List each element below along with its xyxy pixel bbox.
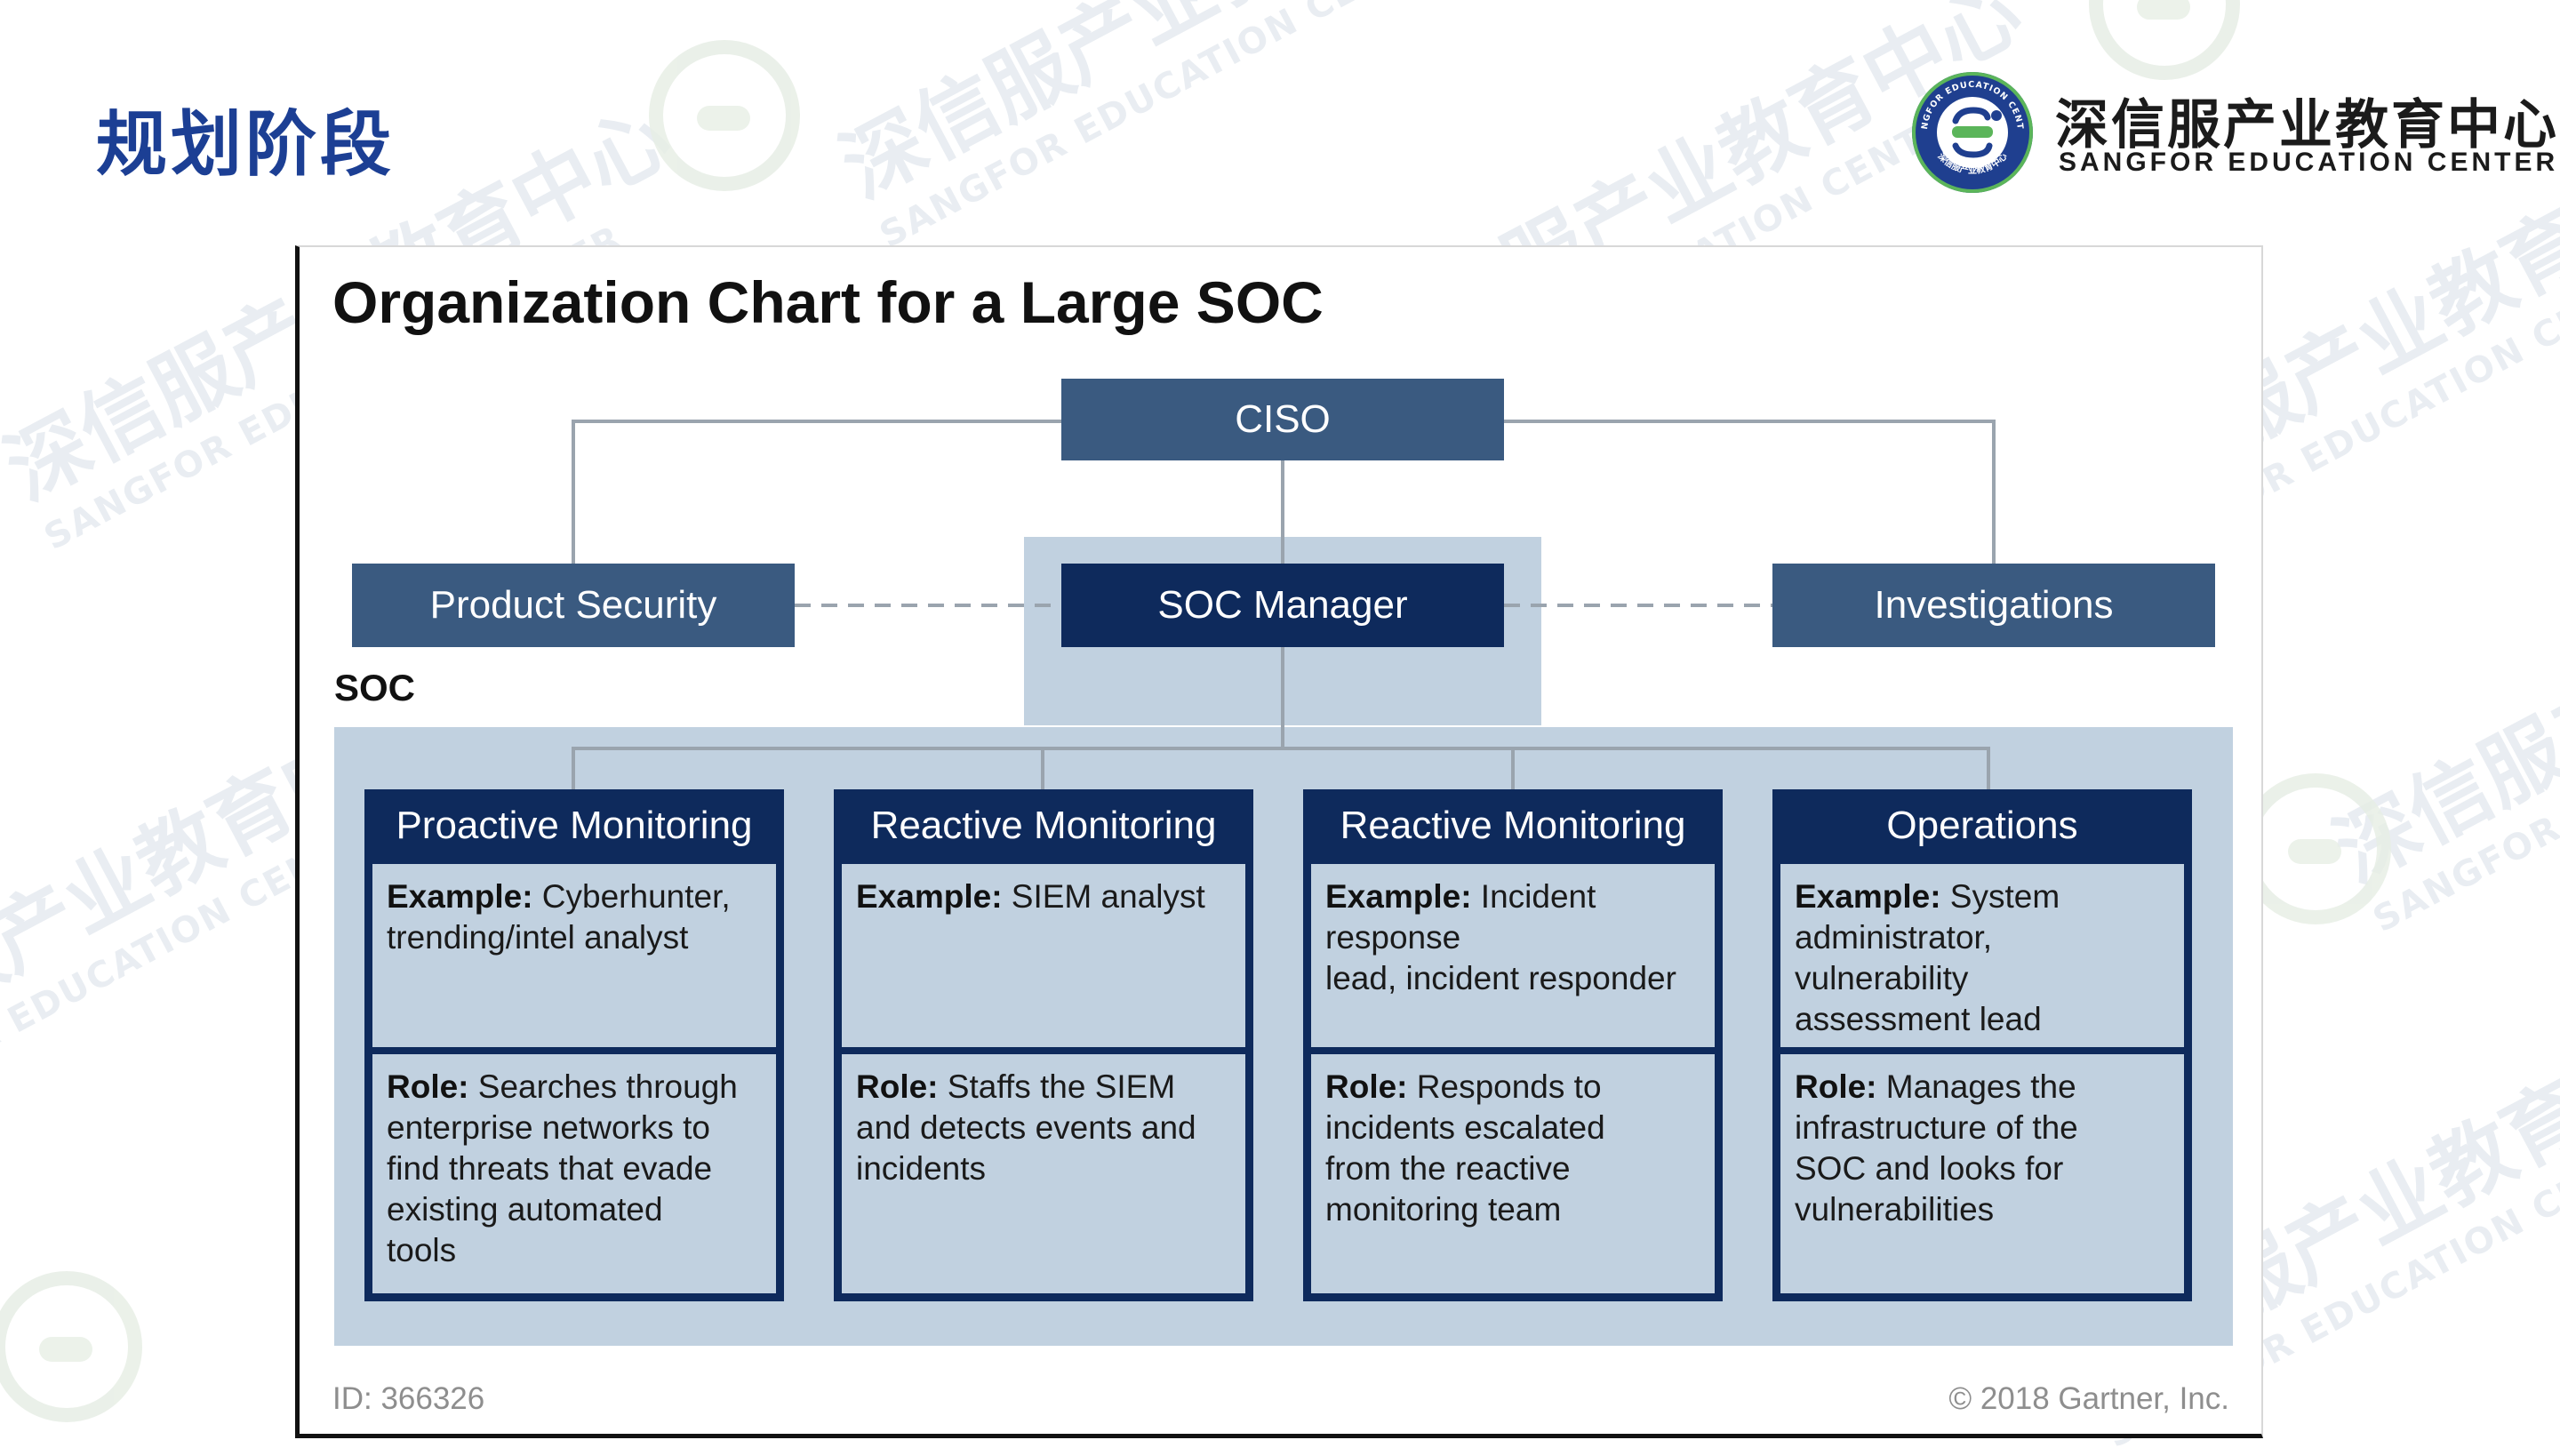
example-line: lead, incident responder (1325, 960, 1676, 996)
role-line: existing automated (387, 1191, 663, 1228)
role-line: tools (387, 1232, 457, 1268)
example-line: System (1949, 878, 2060, 915)
node-soc-manager-label: SOC Manager (1157, 583, 1408, 627)
example-cell: Example: Cyberhunter, trending/intel ana… (372, 864, 776, 1047)
role-cell: Role: Searches through enterprise networ… (372, 1054, 776, 1293)
column-operations: Operations Example: System administrator… (1772, 789, 2192, 1301)
role-line: find threats that evade (387, 1150, 713, 1187)
copyright: © 2018 Gartner, Inc. (1948, 1381, 2229, 1416)
example-cell: Example: Incident response lead, inciden… (1311, 864, 1715, 1047)
example-line: administrator, (1795, 919, 1993, 956)
role-line: infrastructure of the (1795, 1109, 2078, 1146)
example-cell: Example: System administrator, vulnerabi… (1780, 864, 2184, 1047)
logo-text-cn: 深信服产业教育中心 (2055, 94, 2559, 156)
role-cell: Role: Staffs the SIEM and detects events… (842, 1054, 1245, 1293)
node-ciso-label: CISO (1235, 397, 1331, 441)
role-line: Responds to (1416, 1068, 1602, 1105)
role-line: Staffs the SIEM (947, 1068, 1176, 1105)
logo-text-en: SANGFOR EDUCATION CENTER (2059, 148, 2559, 177)
column-reactive-monitoring-1: Reactive Monitoring Example: SIEM analys… (834, 789, 1253, 1301)
column-header: Proactive Monitoring (364, 789, 784, 862)
role-line: incidents (856, 1150, 987, 1187)
role-line: enterprise networks to (387, 1109, 711, 1146)
node-product-security: Product Security (352, 564, 795, 647)
role-line: SOC and looks for (1795, 1150, 2064, 1187)
column-header: Reactive Monitoring (1303, 789, 1723, 862)
connector-ciso-product (572, 420, 1063, 564)
role-line: Searches through (477, 1068, 738, 1105)
sangfor-logo-icon: SANGFOR EDUCATION CENTER 深信服产业教育中心 (1909, 69, 2033, 193)
role-line: incidents escalated (1325, 1109, 1605, 1146)
example-key: Example: (856, 878, 1003, 915)
connector-ciso-investigations (1502, 420, 1996, 564)
column-header: Operations (1772, 789, 2192, 862)
role-cell: Role: Manages the infrastructure of the … (1780, 1054, 2184, 1293)
example-line: vulnerability (1795, 960, 1969, 996)
node-investigations: Investigations (1772, 564, 2215, 647)
example-line: assessment lead (1795, 1001, 2042, 1037)
role-line: and detects events and (856, 1109, 1196, 1146)
column-header: Reactive Monitoring (834, 789, 1253, 862)
connector-soc-bus (572, 747, 1990, 791)
example-line: Incident (1480, 878, 1596, 915)
role-line: from the reactive (1325, 1150, 1571, 1187)
example-line: SIEM analyst (1011, 878, 1205, 915)
example-key: Example: (387, 878, 533, 915)
document-id: ID: 366326 (332, 1381, 485, 1416)
role-key: Role: (1325, 1068, 1408, 1105)
role-cell: Role: Responds to incidents escalated fr… (1311, 1054, 1715, 1293)
example-key: Example: (1325, 878, 1472, 915)
example-cell: Example: SIEM analyst (842, 864, 1245, 1047)
role-line: monitoring team (1325, 1191, 1562, 1228)
column-proactive-monitoring: Proactive Monitoring Example: Cyberhunte… (364, 789, 784, 1301)
chart-title: Organization Chart for a Large SOC (332, 269, 1324, 335)
example-key: Example: (1795, 878, 1941, 915)
node-product-security-label: Product Security (429, 583, 717, 627)
role-key: Role: (856, 1068, 939, 1105)
page-title: 规划阶段 (96, 103, 395, 186)
example-line: trending/intel analyst (387, 919, 689, 956)
soc-label: SOC (334, 667, 416, 708)
node-ciso: CISO (1061, 379, 1504, 460)
example-line: Cyberhunter, (541, 878, 731, 915)
role-key: Role: (387, 1068, 469, 1105)
node-investigations-label: Investigations (1874, 583, 2114, 627)
role-key: Role: (1795, 1068, 1877, 1105)
example-line: response (1325, 919, 1461, 956)
role-line: Manages the (1885, 1068, 2076, 1105)
column-reactive-monitoring-2: Reactive Monitoring Example: Incident re… (1303, 789, 1723, 1301)
node-soc-manager: SOC Manager (1061, 564, 1504, 647)
role-line: vulnerabilities (1795, 1191, 1995, 1228)
